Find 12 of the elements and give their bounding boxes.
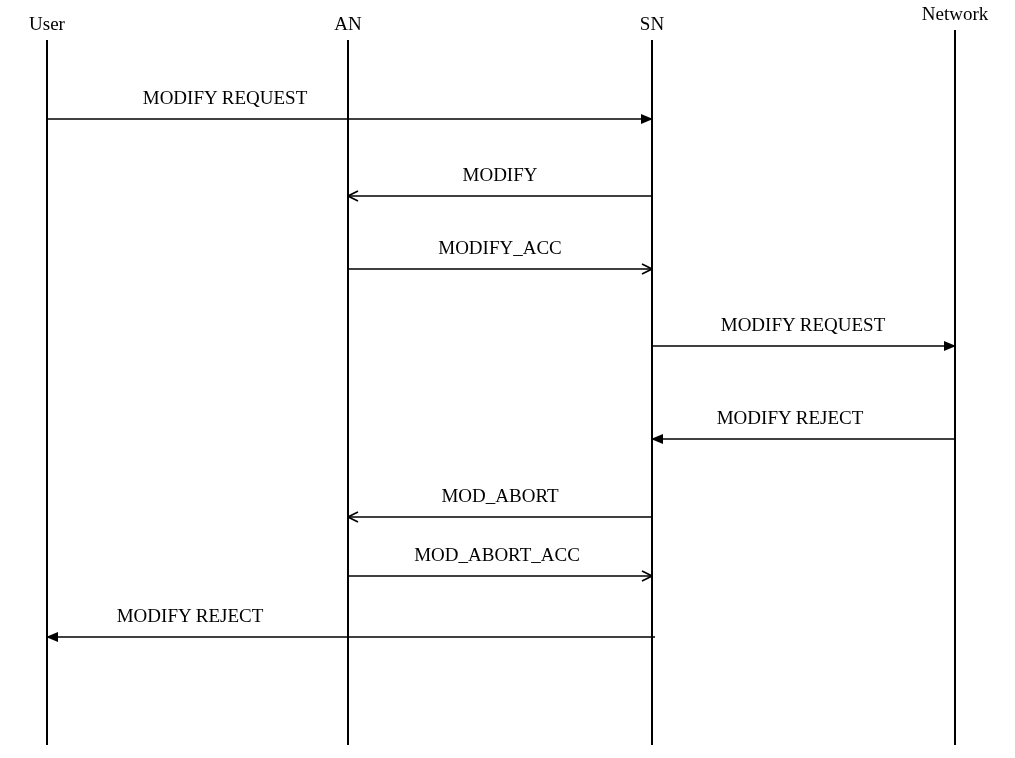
message-arrow <box>46 632 656 642</box>
message-arrow <box>347 263 653 275</box>
participant-label: User <box>29 12 65 36</box>
message-arrow <box>651 434 956 444</box>
participant-label: AN <box>334 12 362 36</box>
message-arrow <box>347 570 653 582</box>
participant-label: SN <box>639 12 665 36</box>
message-arrow <box>347 190 653 202</box>
message-arrow <box>651 341 956 351</box>
message-arrow <box>46 114 653 124</box>
message-arrow <box>347 511 653 523</box>
participant-label: Network <box>921 2 989 26</box>
